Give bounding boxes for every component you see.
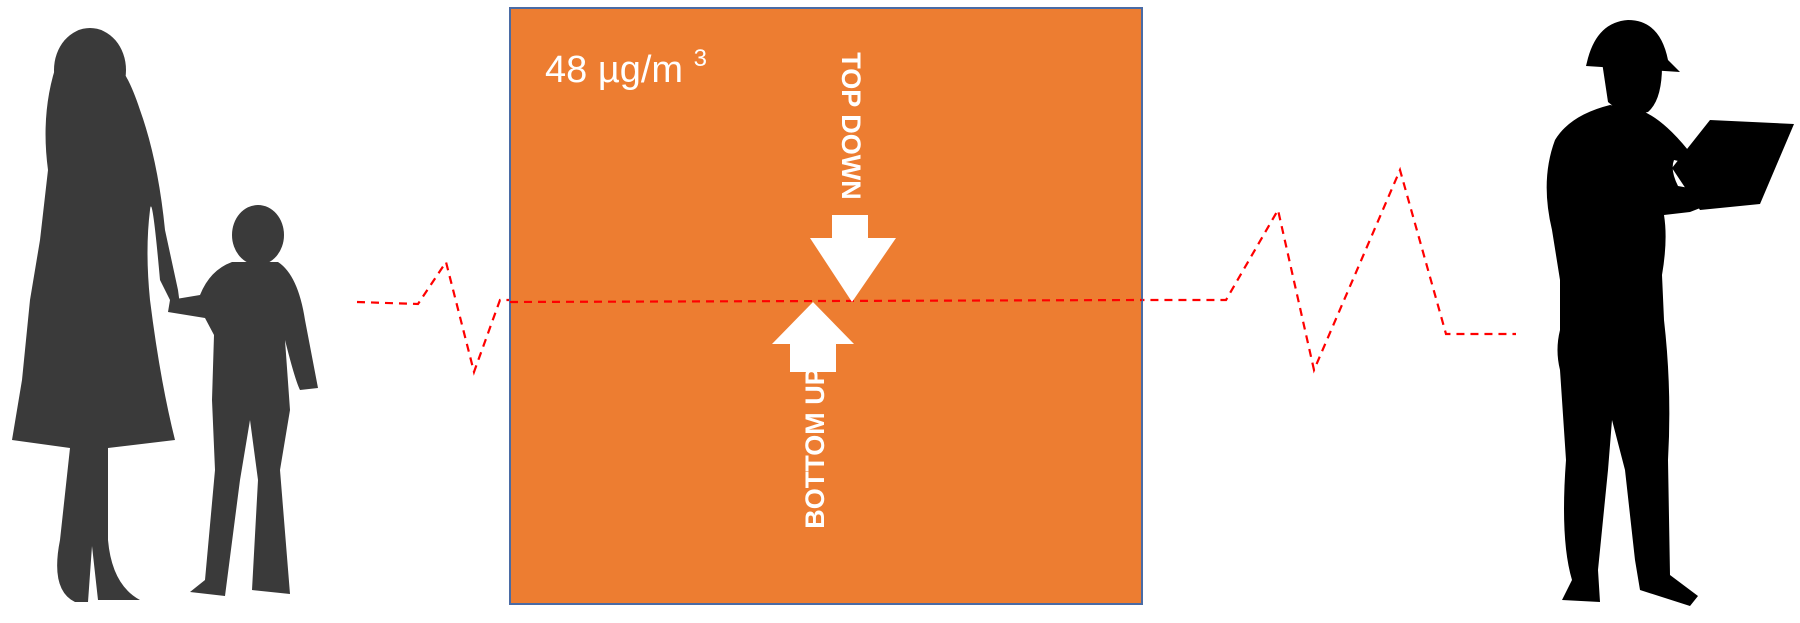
exposure-dashed-line bbox=[356, 166, 1516, 376]
hard-hat-icon bbox=[1586, 20, 1680, 72]
engineer-with-laptop-silhouette-icon bbox=[1546, 20, 1794, 606]
bottom-up-label: BOTTOM UP bbox=[800, 367, 830, 529]
mother-silhouette-icon bbox=[12, 28, 180, 602]
concentration-unit-exponent: 3 bbox=[694, 45, 707, 72]
top-down-label: TOP DOWN bbox=[836, 52, 866, 200]
concentration-label: 48 µg/m 3 bbox=[545, 45, 707, 91]
concentration-unit: µg/m bbox=[598, 49, 683, 91]
down-arrow-icon bbox=[810, 215, 896, 302]
up-arrow-icon bbox=[772, 302, 854, 372]
top-down-arrow: TOP DOWN bbox=[810, 52, 896, 302]
concentration-box bbox=[509, 7, 1143, 605]
laptop-icon bbox=[1672, 120, 1794, 210]
box-dashed-line bbox=[509, 298, 1143, 304]
bottom-up-arrow: BOTTOM UP bbox=[772, 302, 854, 529]
child-silhouette-icon bbox=[168, 205, 318, 596]
concentration-value: 48 bbox=[545, 49, 587, 91]
mother-and-child-silhouette-icon bbox=[12, 28, 318, 602]
